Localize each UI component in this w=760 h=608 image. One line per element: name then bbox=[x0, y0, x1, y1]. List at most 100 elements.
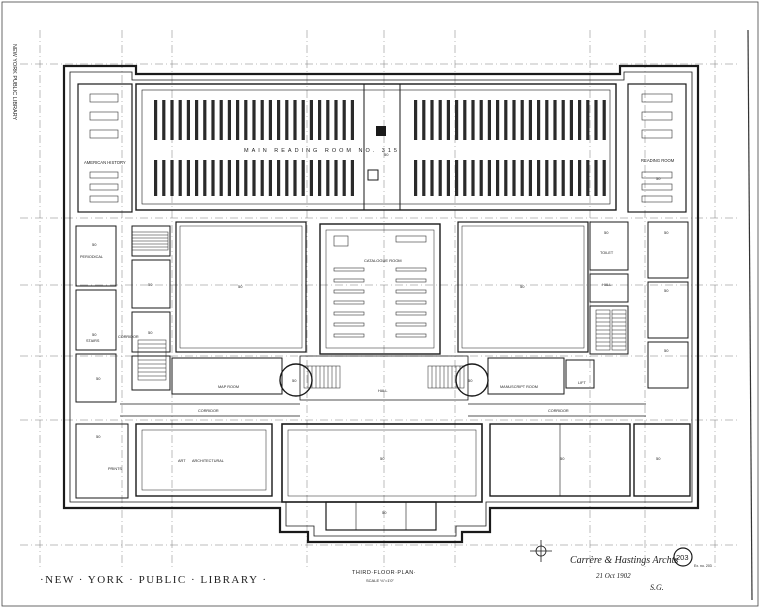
room-number: 50 bbox=[380, 456, 385, 461]
reading-desk bbox=[260, 100, 264, 140]
table bbox=[89, 111, 119, 121]
sheet-number: 203 bbox=[676, 553, 689, 562]
room-number: 50 bbox=[292, 378, 297, 383]
reading-desk bbox=[236, 100, 240, 140]
catalogue-case bbox=[333, 289, 365, 294]
reading-desk bbox=[455, 100, 459, 140]
reading-desk bbox=[602, 160, 606, 196]
plan-scale: SCALE ⅛"=1'0" bbox=[366, 578, 395, 583]
catalogue-room: CATALOGUE ROOM bbox=[319, 223, 441, 355]
catalogue-case bbox=[333, 311, 365, 316]
reading-desk bbox=[334, 160, 338, 196]
reading-desk bbox=[586, 160, 590, 196]
reading-desk bbox=[438, 160, 442, 196]
american-history-label: AMERICAN HISTORY bbox=[84, 160, 126, 165]
court-left bbox=[175, 221, 307, 353]
reading-desk bbox=[252, 160, 256, 196]
reading-desk bbox=[545, 160, 549, 196]
reading-desk bbox=[569, 100, 573, 140]
compass-cross-icon bbox=[530, 540, 552, 562]
corridor-left-label: CORRIDOR bbox=[198, 409, 219, 413]
court-right bbox=[457, 221, 589, 353]
room-number: 50 bbox=[664, 230, 669, 235]
reading-desk bbox=[430, 160, 434, 196]
table bbox=[641, 171, 673, 179]
reading-desk bbox=[203, 100, 207, 140]
corridor-right-label: CORRIDOR bbox=[548, 409, 569, 413]
reading-desk bbox=[186, 160, 190, 196]
stair bbox=[303, 365, 341, 389]
reading-desk bbox=[479, 100, 483, 140]
reading-desk bbox=[219, 160, 223, 196]
reading-desk bbox=[561, 160, 565, 196]
main-reading-room: MAIN READING ROOM NO. 315 bbox=[135, 83, 617, 211]
reading-desk bbox=[227, 160, 231, 196]
table bbox=[89, 195, 119, 203]
reading-desk bbox=[578, 100, 582, 140]
room-number: 50 bbox=[656, 176, 661, 181]
signature-initials: S.G. bbox=[650, 583, 664, 592]
table bbox=[641, 183, 673, 191]
room-number: 50 bbox=[656, 456, 661, 461]
prints-label: PRINTS bbox=[108, 467, 122, 471]
room-numbers: 50 50 50 50 50 50 50 50 50 50 50 50 50 5… bbox=[92, 152, 669, 515]
tiny-note: Ex. no. 203 bbox=[694, 564, 712, 568]
architect-signature: Carrère & Hastings Archts 21 Oct 1902 S.… bbox=[570, 555, 678, 592]
room-number: 50 bbox=[520, 284, 525, 289]
reading-desk bbox=[537, 100, 541, 140]
table bbox=[641, 129, 673, 139]
reading-desk bbox=[553, 160, 557, 196]
table bbox=[641, 93, 673, 103]
room-number: 50 bbox=[664, 348, 669, 353]
reading-desk bbox=[301, 160, 305, 196]
hall-right-label: HALL bbox=[602, 283, 612, 287]
reading-desk bbox=[487, 160, 491, 196]
reading-desk bbox=[309, 160, 313, 196]
catalogue-case bbox=[395, 278, 427, 283]
room-number: 50 bbox=[148, 330, 153, 335]
reading-desk bbox=[578, 160, 582, 196]
reading-desk bbox=[504, 160, 508, 196]
reading-desk bbox=[252, 100, 256, 140]
reading-desk bbox=[236, 160, 240, 196]
reading-desk bbox=[528, 100, 532, 140]
reading-desk bbox=[227, 100, 231, 140]
library-title: ·NEW · YORK · PUBLIC · LIBRARY · bbox=[40, 574, 268, 586]
art-architectural-room bbox=[135, 423, 273, 497]
catalogue-desk bbox=[333, 235, 349, 247]
reading-desk bbox=[422, 160, 426, 196]
reading-desk bbox=[170, 160, 174, 196]
catalogue-case bbox=[395, 333, 427, 338]
reading-desk bbox=[471, 100, 475, 140]
central-exhibition-hall bbox=[281, 423, 483, 503]
room-number: 50 bbox=[384, 152, 389, 157]
hall-label: HALL bbox=[378, 389, 388, 393]
reading-desk bbox=[178, 160, 182, 196]
reading-desk bbox=[219, 100, 223, 140]
reading-desk bbox=[504, 100, 508, 140]
table bbox=[89, 171, 119, 179]
reading-desk bbox=[334, 100, 338, 140]
reading-desk bbox=[414, 160, 418, 196]
reading-desk bbox=[318, 160, 322, 196]
reading-desk bbox=[326, 160, 330, 196]
catalogue-case bbox=[395, 267, 427, 272]
reading-desk bbox=[520, 160, 524, 196]
delivery-desk bbox=[363, 83, 401, 211]
reading-desk bbox=[301, 100, 305, 140]
room-number: 50 bbox=[238, 284, 243, 289]
reading-desk bbox=[277, 160, 281, 196]
reading-desk bbox=[285, 100, 289, 140]
table bbox=[641, 195, 673, 203]
reading-desk bbox=[512, 160, 516, 196]
room-number: 50 bbox=[664, 288, 669, 293]
reading-desk bbox=[285, 160, 289, 196]
reading-desk bbox=[545, 100, 549, 140]
reading-desk bbox=[203, 160, 207, 196]
reading-desk bbox=[446, 100, 450, 140]
reading-desk bbox=[586, 100, 590, 140]
reading-desk bbox=[162, 160, 166, 196]
room-number: 50 bbox=[148, 282, 153, 287]
reading-desk bbox=[268, 160, 272, 196]
reading-desk bbox=[487, 100, 491, 140]
